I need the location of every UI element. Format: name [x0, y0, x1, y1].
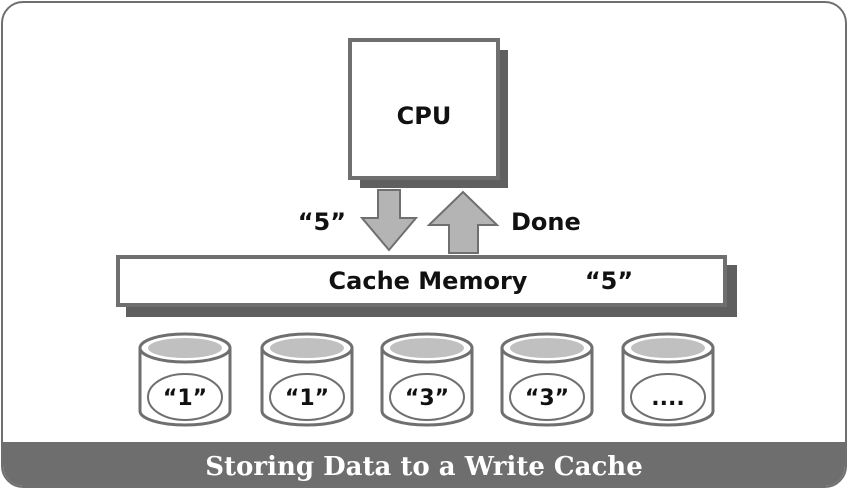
up-arrow: [426, 190, 500, 254]
disk-label-oval: [147, 373, 223, 421]
disk-label: “1”: [285, 386, 329, 411]
disk-3: “3”: [380, 332, 474, 427]
disk-label-oval: [509, 373, 585, 421]
cpu-box: [348, 38, 500, 180]
disk-label-oval: [269, 373, 345, 421]
disk-1: “1”: [138, 332, 232, 427]
up-arrow-label: Done: [511, 208, 581, 236]
disk-label: “3”: [405, 386, 449, 411]
disk-top-fill: [510, 338, 584, 358]
disk-label-oval: [389, 373, 465, 421]
cache-value: “5”: [585, 267, 633, 295]
down-arrow-label: “5”: [298, 208, 346, 236]
disk-label: “3”: [525, 386, 569, 411]
disk-5: ....: [621, 332, 715, 427]
disk-top-fill: [270, 338, 344, 358]
disk-label-oval: [630, 373, 706, 421]
disk-row: “1” “1” “3” “3”: [138, 332, 715, 427]
disk-4: “3”: [500, 332, 594, 427]
disk-label: ....: [651, 386, 684, 411]
down-arrow: [359, 189, 419, 252]
cache-memory-node: Cache Memory “5”: [116, 255, 737, 317]
cache-label: Cache Memory: [329, 267, 528, 295]
disk-2: “1”: [260, 332, 354, 427]
disk-top-fill: [631, 338, 705, 358]
disk-top-fill: [148, 338, 222, 358]
caption-bar: Storing Data to a Write Cache: [3, 442, 845, 486]
disk-label: “1”: [163, 386, 207, 411]
disk-top-fill: [390, 338, 464, 358]
cache-box: [116, 255, 727, 307]
diagram-frame: CPU “5” Done Cache Memory “5” “1”: [1, 1, 847, 488]
diagram-canvas: CPU “5” Done Cache Memory “5” “1”: [116, 38, 737, 427]
diagram-caption: Storing Data to a Write Cache: [205, 452, 643, 482]
cpu-label: CPU: [397, 102, 452, 130]
cpu-node: CPU: [348, 38, 508, 188]
